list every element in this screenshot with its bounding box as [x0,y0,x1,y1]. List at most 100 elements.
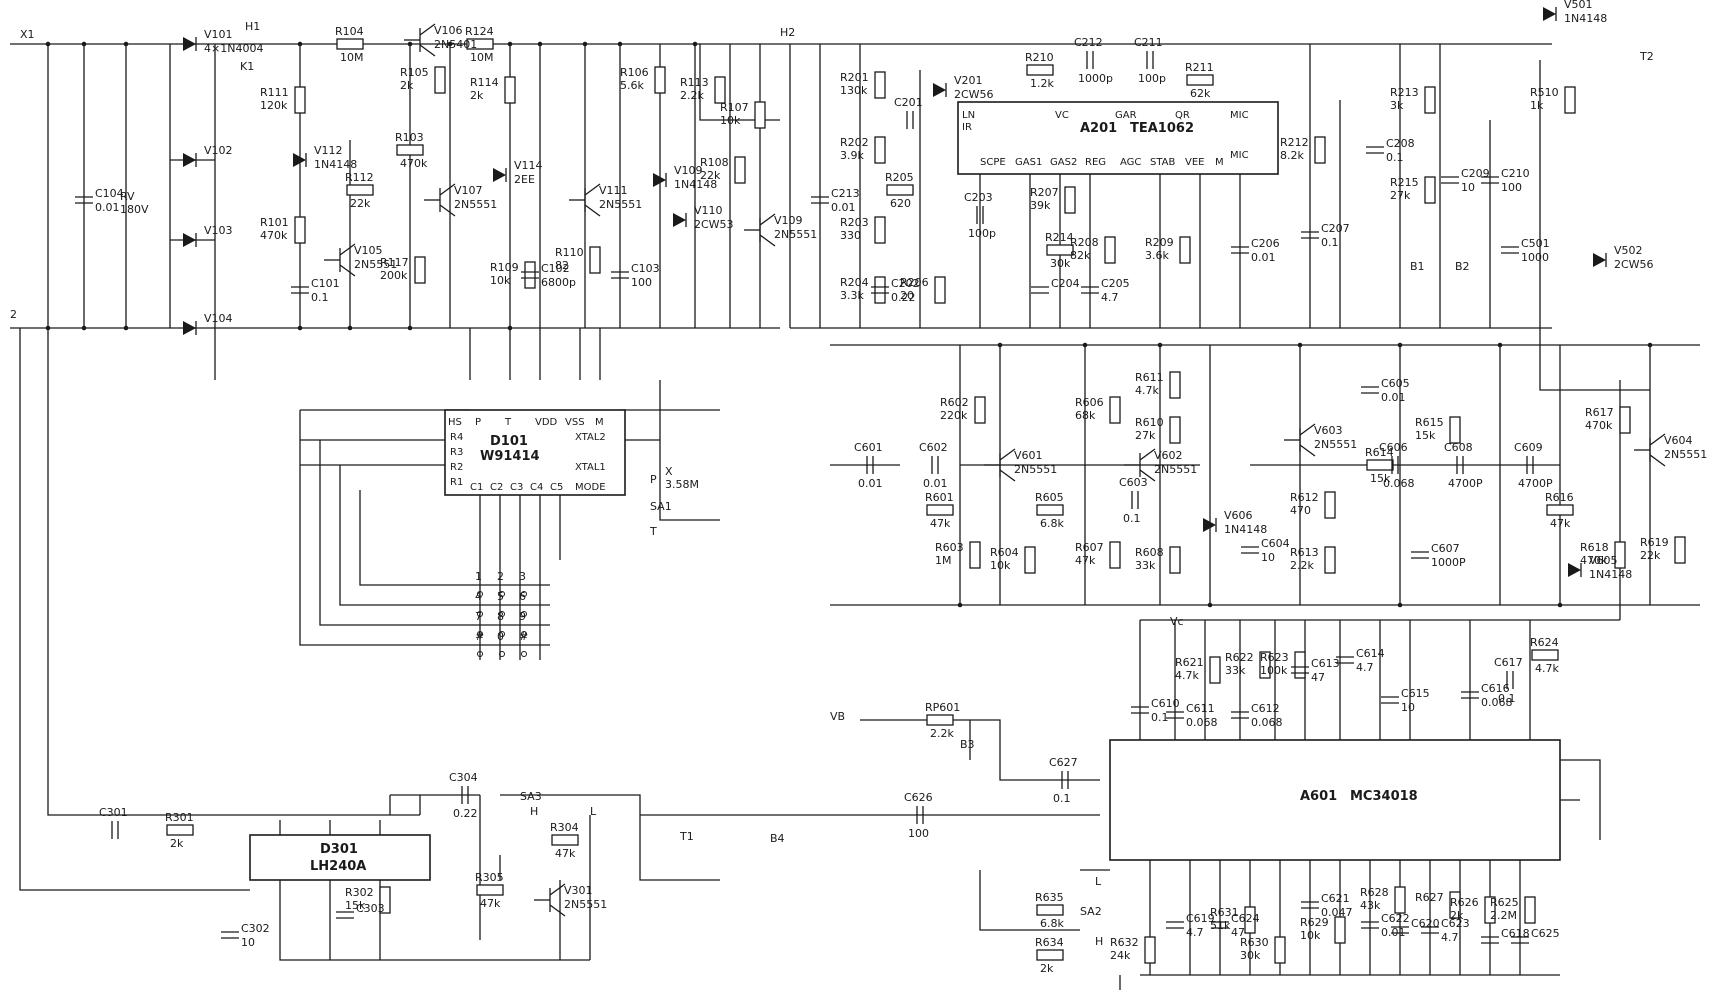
capacitor-c207 [1301,231,1319,239]
capacitor-value: 4.7 [1356,661,1374,674]
ic-d301-id: D301 [320,842,358,857]
capacitor-id: C606 [1379,441,1408,454]
ic-a601-part: MC34018 [1350,789,1418,804]
junction-dot [123,325,129,331]
resistor-r616 [1546,504,1574,516]
pin-label: C5 [550,482,563,493]
junction-dot [957,602,963,608]
junction-dot [507,325,513,331]
capacitor-c610 [1131,706,1149,714]
resistor-r607 [1109,541,1121,569]
resistor-value: 6.8k [1040,917,1064,930]
resistor-id: R110 [555,246,584,259]
resistor-value: 3.3k [840,289,864,302]
capacitor-c501 [1501,246,1519,254]
part-id: B2 [1455,260,1470,273]
part-id: X1 [20,28,35,41]
resistor-value: 1.2k [1030,77,1054,90]
junction-dot [1557,602,1563,608]
resistor-id: R613 [1290,546,1319,559]
resistor-value: 2k [1450,909,1464,922]
capacitor-c209 [1441,176,1459,184]
keypad-key: 5 [497,590,504,603]
resistor-id: R117 [380,256,409,269]
capacitor-value: 1000p [1078,72,1113,85]
resistor-id: R305 [475,871,504,884]
pin-label: M [1215,157,1224,168]
capacitor-id: C623 [1441,917,1470,930]
capacitor-id: C609 [1514,441,1543,454]
resistor-value: 4.7k [1175,669,1199,682]
capacitor-value: 0.1 [1053,792,1071,805]
capacitor-value: 0.068 [1481,696,1513,709]
resistor-value: 3.6k [1145,249,1169,262]
capacitor-c612 [1231,711,1249,719]
semi-value: 2N5551 [599,198,642,211]
part-id: Vc [1170,615,1184,628]
capacitor-id: C210 [1501,167,1530,180]
semi-id: V111 [599,184,628,197]
resistor-id: R604 [990,546,1019,559]
resistor-id: R210 [1025,51,1054,64]
diode-v109 [653,173,667,187]
pin-label: HS [448,417,462,428]
resistor-r617 [1619,406,1631,434]
capacitor-id: C207 [1321,222,1350,235]
resistor-r610 [1169,416,1181,444]
resistor-r601 [926,504,954,516]
capacitor-id: C625 [1531,927,1560,940]
diode-v101 [183,37,197,51]
resistor-id: R105 [400,66,429,79]
resistor-id: R615 [1415,416,1444,429]
capacitor-c616 [1461,691,1479,699]
capacitor-id: C615 [1401,687,1430,700]
capacitor-c302 [221,931,239,939]
capacitor-c202 [871,286,889,294]
diode-v103 [183,233,197,247]
part-id: H2 [780,26,795,39]
capacitor-c613 [1291,666,1309,674]
capacitor-c619 [1166,921,1184,929]
pin-label: GAR [1115,110,1137,121]
resistor-r106 [654,66,666,94]
resistor-id: R204 [840,276,869,289]
semi-id: V602 [1154,449,1183,462]
resistor-value: 2.2M [1490,909,1517,922]
pin-label: R3 [450,447,463,458]
resistor-value: 10k [720,114,741,127]
resistor-id: R114 [470,76,499,89]
ic-d101: D101 W91414 HS P T VDD VSS M XTAL2 XTAL1… [444,409,626,496]
resistor-value: 30k [1050,257,1071,270]
ic-d101-part: W91414 [480,449,540,464]
capacitor-c606 [1391,456,1399,474]
ic-a601-id: A601 [1300,789,1337,804]
resistor-r114 [504,76,516,104]
resistor-r213 [1424,86,1436,114]
pin-label: IR [962,122,972,133]
resistor-id: R207 [1030,186,1059,199]
semi-id: V107 [454,184,483,197]
junction-dot [1082,342,1088,348]
capacitor-c609 [1526,456,1534,474]
junction-dot [507,41,513,47]
resistor-r623 [1294,651,1306,679]
semi-id: V110 [694,204,723,217]
resistor-value: 2k [470,89,484,102]
pin-label: STAB [1150,157,1176,168]
resistor-id: R214 [1045,231,1074,244]
resistor-r111 [294,86,306,114]
capacitor-id: C626 [904,791,933,804]
resistor-r205 [886,184,914,196]
resistor-r631 [1244,906,1256,934]
semi-id: V604 [1664,434,1693,447]
resistor-r622 [1259,651,1271,679]
part-value: 180V [120,203,149,216]
resistor-rp601 [926,714,954,726]
pin-label: LN [962,110,975,121]
resistor-value: 2.2k [1290,559,1314,572]
diode-v114 [493,168,507,182]
ic-d301: D301 LH240A [249,834,431,881]
semi-id: V502 [1614,244,1643,257]
ic-a201: A201 TEA1062 LN VC GAR QR MIC MIC IR SCP… [957,101,1279,175]
resistor-value: 3k [1390,99,1404,112]
